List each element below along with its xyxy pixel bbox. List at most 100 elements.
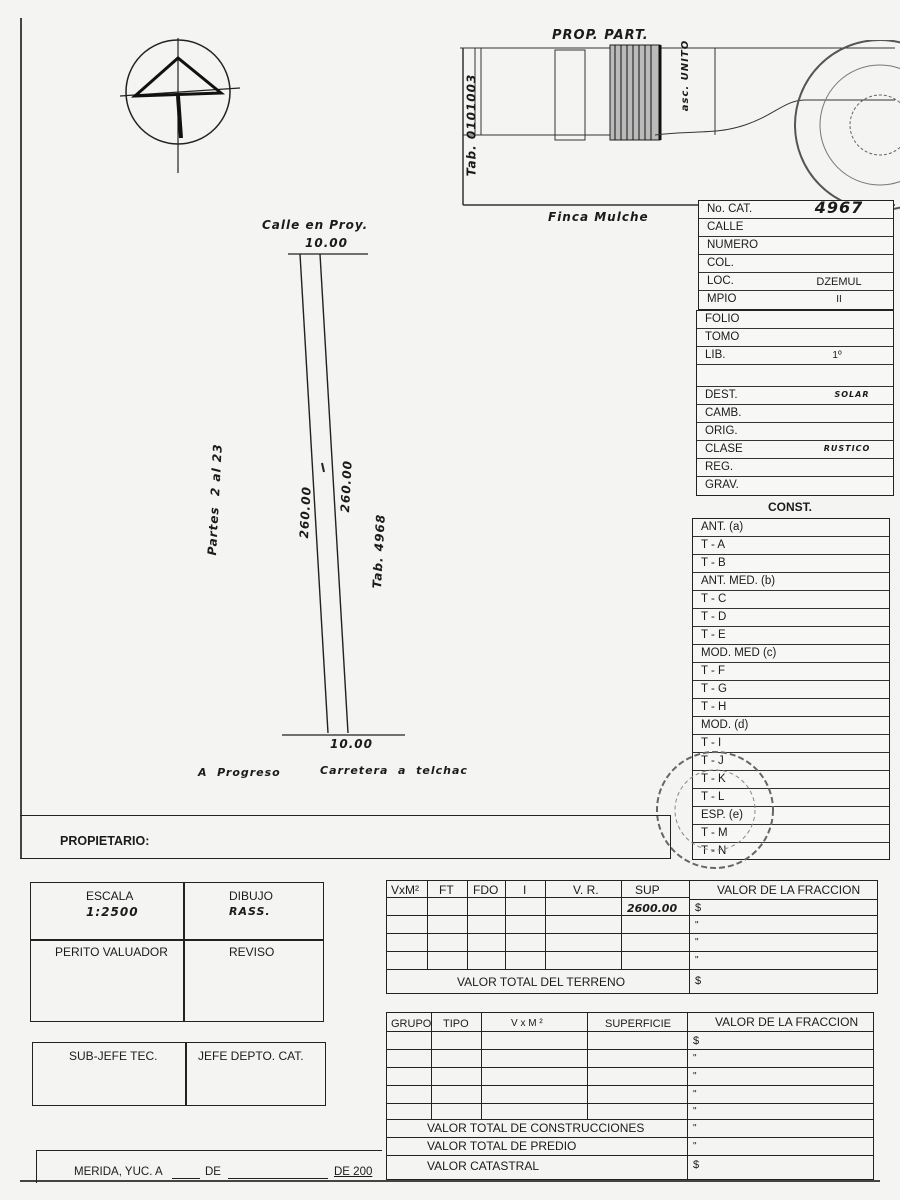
- const-row: T - I: [701, 737, 722, 749]
- total-predio-ditto: ": [693, 1141, 697, 1152]
- const-row: ANT. (a): [701, 521, 744, 533]
- mpio-value: II: [836, 294, 842, 305]
- clase-value: RUSTICO: [823, 444, 871, 453]
- folio-label: FOLIO: [705, 313, 740, 325]
- official-stamp-icon: [656, 751, 774, 869]
- terrain-total-label: VALOR TOTAL DEL TERRENO: [457, 975, 626, 989]
- valor-catastral-label: VALOR CATASTRAL: [427, 1159, 540, 1173]
- cadastral-box: No. CAT. 4967 CALLE NUMERO COL. LOC. DZEMU…: [698, 198, 894, 310]
- const-row: T - J: [701, 755, 724, 767]
- owner-label: PROPIETARIO:: [60, 834, 150, 848]
- lib-label: LIB.: [705, 349, 726, 361]
- terrain-table: VxM² FT FDO I V. R. SUP VALOR DE LA FRAC…: [386, 880, 878, 994]
- const-col-tipo: TIPO: [443, 1018, 469, 1030]
- dollar-1: $: [695, 902, 702, 914]
- perito-label: PERITO VALUADOR: [55, 945, 168, 959]
- reviso-label: REVISO: [229, 945, 275, 959]
- terrain-col-vxm2: VxM²: [391, 883, 419, 897]
- bottom-dimension: 10.00: [330, 737, 373, 751]
- owner-strip: PROPIETARIO:: [20, 815, 671, 859]
- finca-label: Finca Mulche: [548, 210, 649, 224]
- jefe-label: JEFE DEPTO. CAT.: [198, 1049, 304, 1063]
- right-dimension: 260.00: [338, 459, 355, 513]
- lib-value: 1º: [832, 350, 842, 361]
- loc-label: LOC.: [707, 275, 734, 287]
- lot-drawing: [282, 253, 405, 736]
- const-ditto-4: ": [693, 1106, 697, 1117]
- escala-value: 1:2500: [86, 905, 139, 919]
- const-row: T - N: [701, 845, 727, 857]
- loc-value: DZEMUL: [816, 276, 862, 288]
- orig-label: ORIG.: [705, 425, 738, 437]
- total-const-ditto: ": [693, 1123, 697, 1134]
- terrain-col-fdo: FDO: [473, 883, 499, 897]
- const-row: MOD. MED (c): [701, 647, 777, 659]
- camb-label: CAMB.: [705, 407, 742, 419]
- subjefe-label: SUB-JEFE TEC.: [69, 1049, 158, 1063]
- const-row: MOD. (d): [701, 719, 749, 731]
- const-row: ANT. MED. (b): [701, 575, 776, 587]
- dibujo-value: RASS.: [229, 905, 271, 918]
- const-title: CONST.: [768, 500, 813, 514]
- const-col-grupo: GRUPO: [391, 1018, 432, 1030]
- const-row: T - L: [701, 791, 725, 803]
- road-left-label: A Progreso: [198, 766, 281, 779]
- clase-label: CLASE: [705, 443, 743, 455]
- top-dimension: 10.00: [305, 236, 348, 250]
- const-row: T - G: [701, 683, 727, 695]
- page-frame: [20, 18, 22, 858]
- notary-seal-icon: [794, 40, 900, 210]
- const-col-superficie: SUPERFICIE: [605, 1018, 672, 1030]
- terrain-total-dollar: $: [695, 975, 702, 987]
- tab-left-label: Tab. 0101003: [464, 73, 479, 177]
- const-col-vxm2: V x M ²: [511, 1018, 543, 1029]
- reg-label: REG.: [705, 461, 734, 473]
- dibujo-label: DIBUJO: [229, 889, 274, 903]
- asc-unito-label: asc. UNITO: [680, 39, 692, 112]
- road-right-label: Carretera a telchac: [320, 764, 468, 777]
- dest-label: DEST.: [705, 389, 738, 401]
- const-ditto-3: ": [693, 1089, 697, 1100]
- page-frame-bottom: [20, 1180, 880, 1182]
- valor-catastral-dollar: $: [693, 1159, 700, 1171]
- const-row: T - H: [701, 701, 727, 713]
- const-col-valor: VALOR DE LA FRACCION: [715, 1015, 859, 1029]
- cat-no-value: 4967: [814, 198, 864, 217]
- numero-label: NUMERO: [707, 239, 759, 251]
- const-row: T - M: [701, 827, 728, 839]
- calle-label: CALLE: [707, 221, 744, 233]
- const-row: ESP. (e): [701, 809, 743, 821]
- escala-label: ESCALA: [86, 889, 134, 903]
- construction-box: ANT. (a) T - A T - B ANT. MED. (b) T - C…: [692, 518, 890, 860]
- merida-blank-1[interactable]: [172, 1178, 200, 1179]
- grav-label: GRAV.: [705, 479, 739, 491]
- sup-value: 2600.00: [627, 902, 678, 915]
- left-dimension: 260.00: [297, 485, 314, 539]
- terrain-col-ft: FT: [439, 883, 454, 897]
- merida-blank-2[interactable]: [228, 1178, 328, 1179]
- const-row: T - C: [701, 593, 727, 605]
- dest-value: SOLAR: [834, 390, 870, 399]
- calle-proy-label: Calle en Proy.: [262, 218, 369, 232]
- const-ditto-2: ": [693, 1071, 697, 1082]
- const-ditto-1: ": [693, 1053, 697, 1064]
- col-label: COL.: [707, 257, 734, 269]
- const-dollar: $: [693, 1035, 700, 1047]
- ditto-2: ": [695, 937, 699, 948]
- ditto-1: ": [695, 920, 699, 931]
- merida-box: [36, 1150, 382, 1183]
- signature-block-1: ESCALA 1:2500 DIBUJO RASS. PERITO VALUAD…: [30, 882, 324, 1022]
- total-const-label: VALOR TOTAL DE CONSTRUCCIONES: [427, 1121, 645, 1135]
- construction-table: GRUPO TIPO V x M ² SUPERFICIE VALOR DE L…: [386, 1012, 874, 1180]
- ditto-3: ": [695, 955, 699, 966]
- merida-de-label: DE: [205, 1166, 221, 1178]
- terrain-col-i: I: [523, 883, 527, 897]
- merida-label: MERIDA, YUC. A: [74, 1166, 163, 1178]
- prop-part-label: PROP. PART.: [552, 28, 649, 43]
- left-side-text: Partes 2 al 23: [205, 443, 225, 556]
- mpio-label: MPIO: [707, 293, 737, 305]
- const-row: T - A: [701, 539, 726, 551]
- cat-no-label: No. CAT.: [707, 203, 753, 215]
- const-row: T - K: [701, 773, 726, 785]
- total-predio-label: VALOR TOTAL DE PREDIO: [427, 1139, 577, 1153]
